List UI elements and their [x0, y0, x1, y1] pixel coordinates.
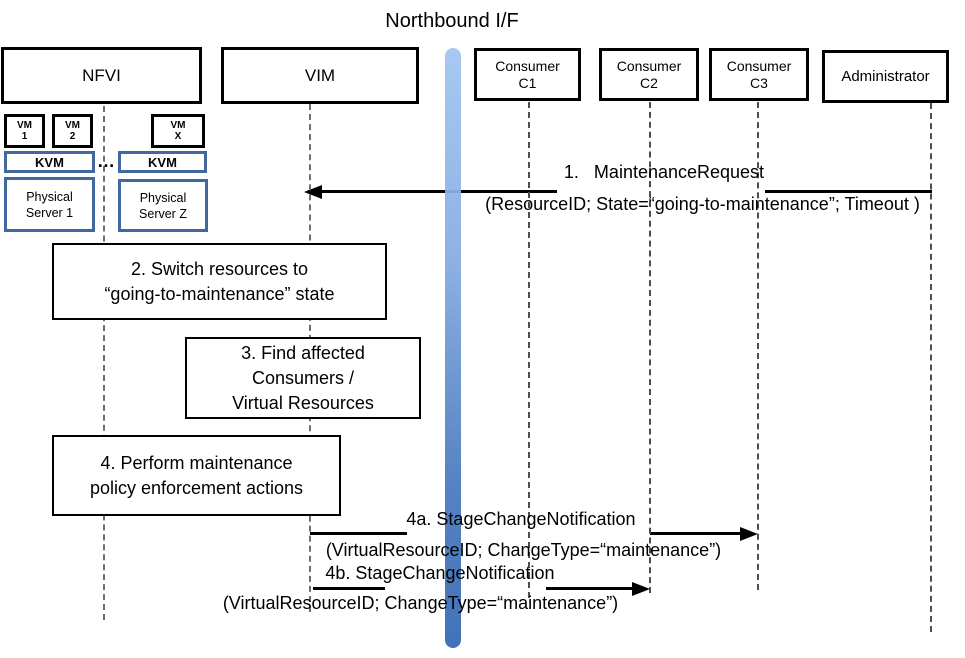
actor-sublabel-c2: C2 [640, 74, 658, 91]
physical-server-1-label: Physical [26, 189, 73, 204]
kvm2-label: KVM [148, 154, 177, 170]
actor-label-nfvi: NFVI [82, 65, 121, 85]
vm1-label: VM [17, 120, 32, 131]
physical-server-z-number: Server Z [139, 206, 187, 221]
kvm2-box: KVM [118, 151, 207, 173]
vmx-box: VM X [151, 114, 205, 148]
activity-3-line3: Virtual Resources [232, 392, 374, 413]
kvm1-box: KVM [4, 151, 95, 173]
physical-server-z-box: Physical Server Z [118, 179, 208, 232]
message-4a-params: (VirtualResourceID; ChangeType=“maintena… [325, 540, 722, 560]
message-1-params: (ResourceID; State=“going-to-maintenance… [485, 194, 920, 214]
actor-box-consumer-c3: Consumer C3 [709, 48, 809, 101]
hosts-ellipsis: … [97, 151, 115, 171]
activity-4-line1: 4. Perform maintenance [100, 452, 293, 473]
message-4b-line-stub [313, 587, 385, 590]
diagram-title: Northbound I/F [385, 10, 519, 32]
northbound-interface-bar [445, 48, 461, 648]
activity-4-box: 4. Perform maintenance policy enforcemen… [52, 435, 341, 516]
actor-label-vim: VIM [304, 65, 336, 85]
vm1-number: 1 [21, 131, 28, 142]
activity-2-line2: “going-to-maintenance” state [104, 283, 335, 304]
message-4b-arrowhead-right-icon [632, 582, 650, 596]
actor-box-consumer-c2: Consumer C2 [599, 48, 699, 101]
message-4a-line [650, 532, 742, 535]
message-4a-title: 4a. StageChangeNotification [406, 509, 636, 529]
vm2-number: 2 [69, 131, 76, 142]
lifeline-administrator [930, 103, 932, 632]
activity-2-box: 2. Switch resources to “going-to-mainten… [52, 243, 387, 320]
message-1-line-gap [557, 183, 765, 196]
vm2-box: VM 2 [52, 114, 93, 148]
message-1-arrowhead-left-icon [304, 185, 322, 199]
activity-4-line2: policy enforcement actions [89, 477, 304, 498]
activity-2-line1: 2. Switch resources to [130, 258, 309, 279]
message-4b-line-gap [385, 580, 546, 593]
actor-box-vim: VIM [221, 47, 419, 104]
activity-3-line2: Consumers / [251, 367, 355, 388]
vm1-box: VM 1 [4, 114, 45, 148]
physical-server-z-label: Physical [139, 190, 187, 205]
actor-sublabel-c1: C1 [518, 74, 537, 91]
actor-box-nfvi: NFVI [1, 47, 202, 104]
lifeline-consumer-c1 [528, 102, 530, 598]
actor-label-consumer-c2: Consumer [616, 57, 682, 74]
vmx-number: X [174, 131, 182, 142]
message-4a-arrowhead-right-icon [740, 527, 758, 541]
actor-box-consumer-c1: Consumer C1 [474, 48, 581, 101]
vm2-label: VM [65, 120, 80, 131]
activity-3-line1: 3. Find affected [241, 342, 365, 363]
kvm1-label: KVM [35, 154, 64, 170]
lifeline-consumer-c3 [757, 102, 759, 590]
message-4b-line [546, 587, 634, 590]
vmx-label: VM [170, 120, 186, 131]
actor-box-administrator: Administrator [822, 50, 949, 103]
physical-server-1-number: Server 1 [25, 205, 74, 220]
message-4a-line-stub [310, 532, 407, 535]
actor-label-consumer-c3: Consumer [726, 57, 792, 74]
message-1-title: 1. MaintenanceRequest [563, 162, 765, 182]
actor-label-consumer-c1: Consumer [495, 57, 560, 74]
message-4b-params: (VirtualResourceID; ChangeType=“maintena… [222, 593, 619, 613]
message-4b-title: 4b. StageChangeNotification [325, 563, 555, 583]
actor-label-administrator: Administrator [841, 68, 930, 85]
activity-3-box: 3. Find affected Consumers / Virtual Res… [185, 337, 421, 419]
lifeline-consumer-c2 [649, 102, 651, 593]
physical-server-1-box: Physical Server 1 [4, 177, 95, 232]
actor-sublabel-c3: C3 [750, 74, 768, 91]
lifeline-nfvi [103, 106, 105, 620]
